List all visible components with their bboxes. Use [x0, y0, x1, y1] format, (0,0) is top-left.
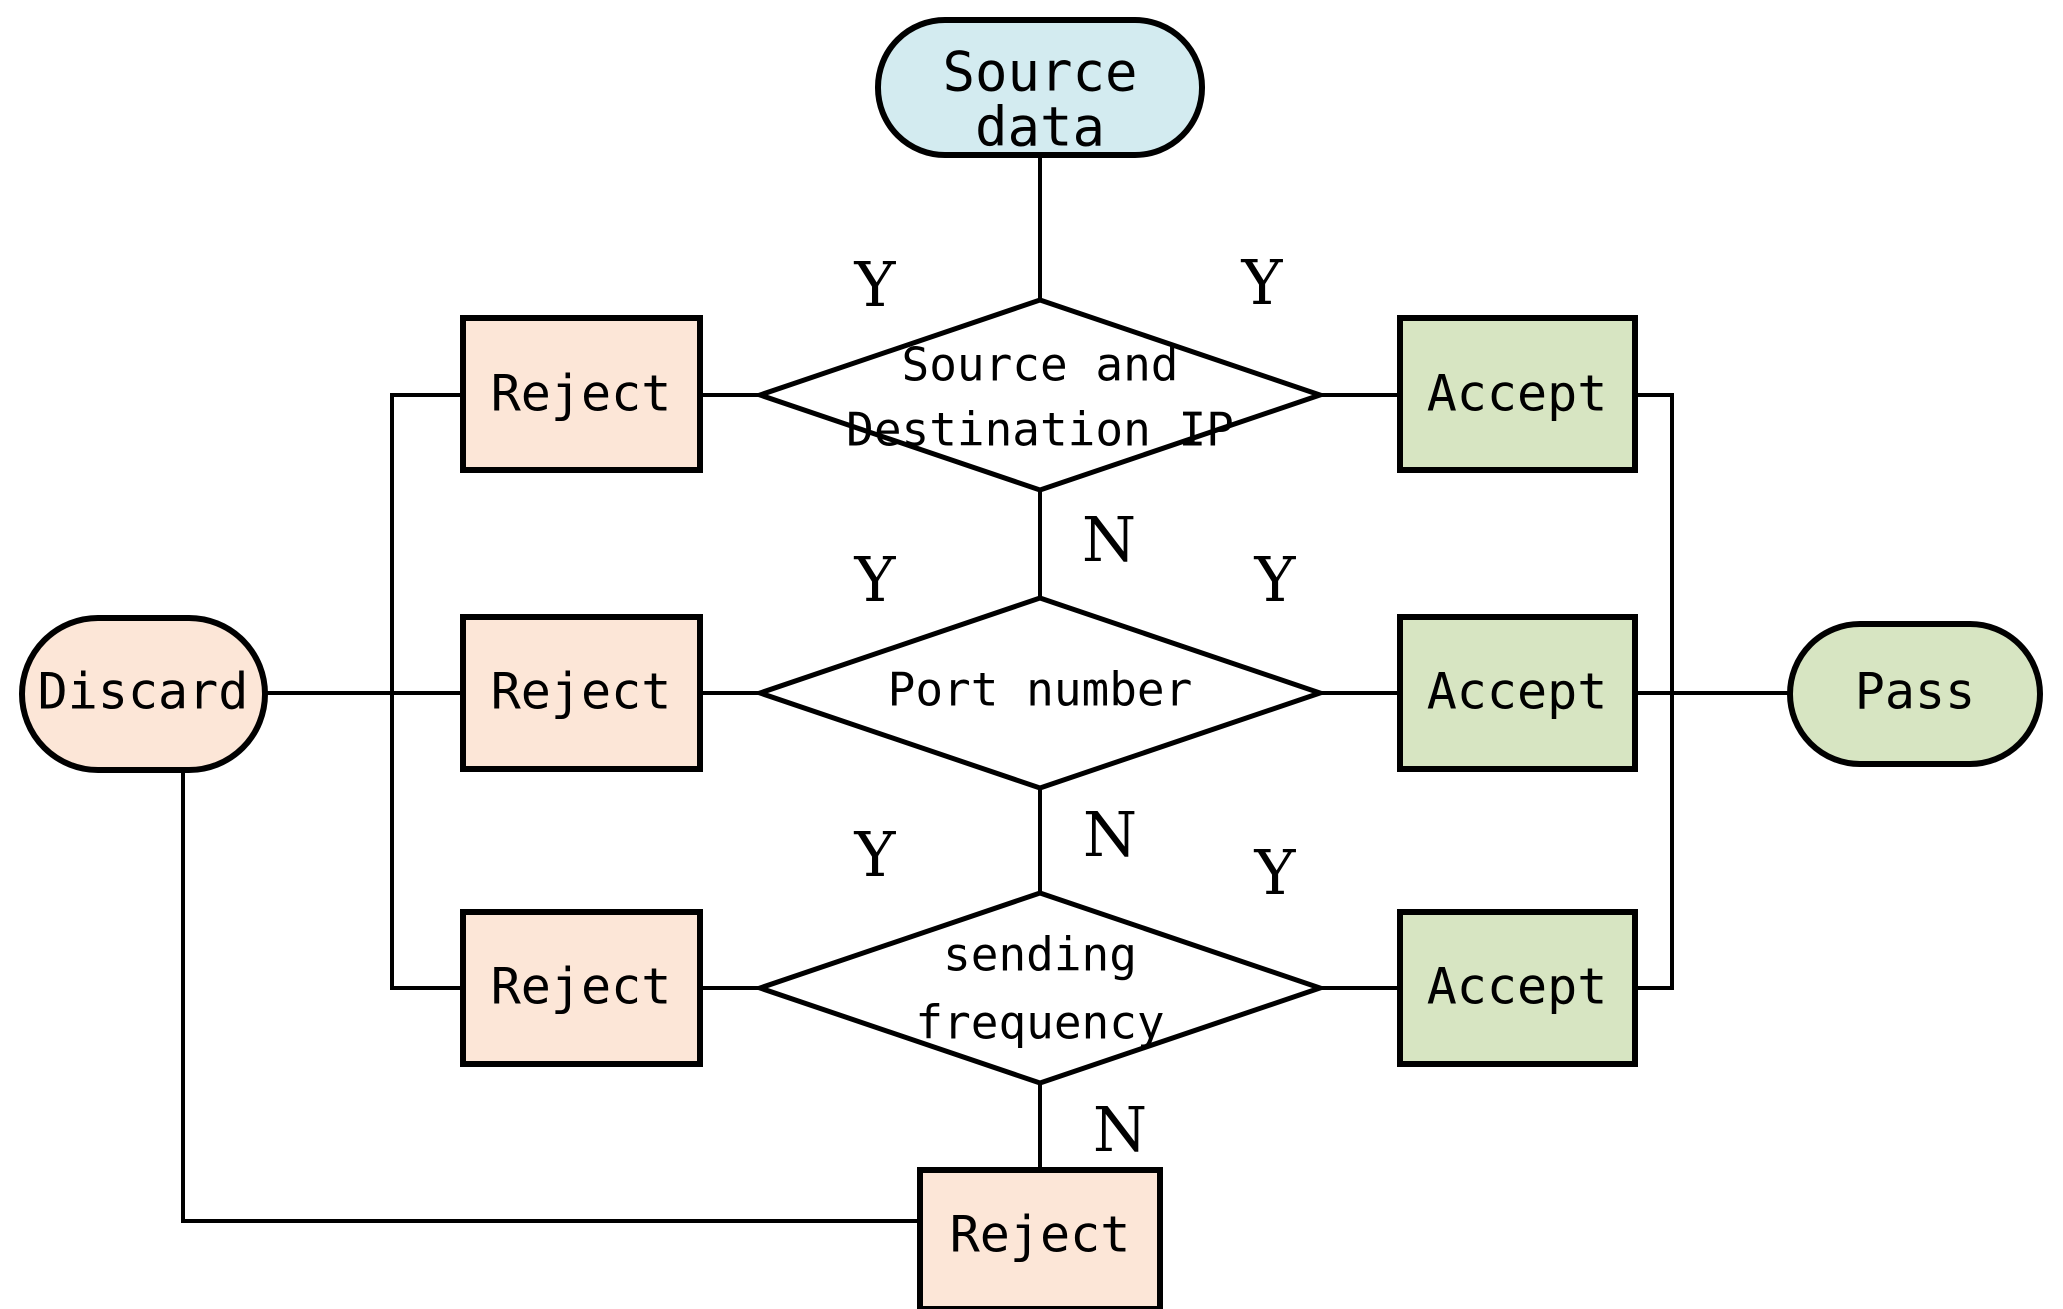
node-reject-2[interactable]: Reject [460, 614, 703, 772]
branch-label-layer: Y Y N Y Y N Y Y N [854, 246, 1297, 1166]
discard-label: Discard [38, 663, 249, 721]
source-data-label-line1: Source [942, 41, 1137, 104]
reject2-shape [460, 614, 703, 772]
branch-label-d1-right: Y [1241, 246, 1284, 319]
branch-label-d1-left: Y [854, 248, 897, 321]
decision1-shape [752, 297, 1328, 493]
edge-layer [181, 155, 1790, 1223]
decision3-label-line2: frequency [915, 996, 1164, 1050]
accept3-shape [1397, 909, 1638, 1067]
decision3-shape [752, 890, 1328, 1086]
decision1-label-line1: Source and [902, 338, 1179, 392]
decision1-label-line2: Destination IP [846, 403, 1234, 457]
accept1-label: Accept [1427, 365, 1608, 423]
node-accept-1[interactable]: Accept [1397, 315, 1638, 473]
reject2-label: Reject [491, 663, 672, 721]
node-reject-1[interactable]: Reject [460, 315, 703, 473]
accept2-shape [1397, 614, 1638, 772]
node-pass[interactable]: Pass [1787, 621, 2043, 767]
branch-label-d3-left: Y [854, 818, 897, 891]
decision3-label-line1: sending [943, 928, 1137, 982]
pass-shape [1787, 621, 2043, 767]
node-reject-4[interactable]: Reject [917, 1167, 1163, 1309]
decision2-label-line1: Port number [888, 663, 1193, 717]
node-decision-sending-frequency[interactable]: sending frequency [752, 890, 1328, 1086]
branch-label-d2-right: Y [1254, 543, 1297, 616]
accept2-label: Accept [1427, 663, 1608, 721]
reject3-label: Reject [491, 958, 672, 1016]
node-accept-2[interactable]: Accept [1397, 614, 1638, 772]
reject4-shape [917, 1167, 1163, 1309]
node-decision-source-dest-ip[interactable]: Source and Destination IP [752, 297, 1328, 493]
source-data-label-line2: data [975, 96, 1105, 159]
discard-shape [19, 615, 268, 773]
edge-discard-to-reject4 [181, 770, 920, 1223]
accept1-shape [1397, 315, 1638, 473]
branch-label-d3-right: Y [1254, 836, 1297, 909]
reject4-label: Reject [950, 1206, 1131, 1264]
source-data-shape [875, 17, 1205, 158]
decision2-shape [752, 595, 1328, 791]
reject3-shape [460, 909, 703, 1067]
node-reject-3[interactable]: Reject [460, 909, 703, 1067]
branch-label-d3-down: N [1093, 1093, 1147, 1166]
node-decision-port-number[interactable]: Port number [752, 595, 1328, 791]
branch-label-d2-left: Y [854, 543, 897, 616]
accept3-label: Accept [1427, 958, 1608, 1016]
reject1-label: Reject [491, 365, 672, 423]
pass-label: Pass [1855, 663, 1975, 721]
branch-label-d2-down: N [1083, 798, 1137, 871]
reject1-shape [460, 315, 703, 473]
branch-label-d1-down: N [1082, 503, 1136, 576]
node-accept-3[interactable]: Accept [1397, 909, 1638, 1067]
node-source-data[interactable]: Source data [875, 17, 1205, 159]
node-discard[interactable]: Discard [19, 615, 268, 773]
